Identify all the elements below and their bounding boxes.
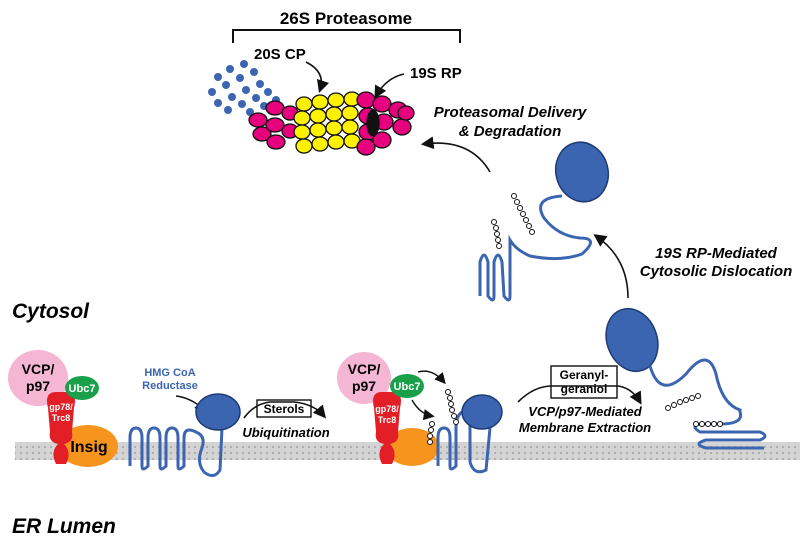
degradation-label-1: Proteasomal Delivery xyxy=(434,104,587,121)
ubc7-2-label: Ubc7 xyxy=(394,381,421,393)
rp-cap-left xyxy=(248,100,299,150)
hmgcr-left-tm xyxy=(128,426,224,477)
hmgcr-left xyxy=(128,393,241,477)
cytosol-label: Cytosol xyxy=(12,300,90,323)
cp-label: 20S CP xyxy=(254,46,306,63)
peptide-fragments xyxy=(208,60,280,116)
step-ubiquitination: Sterols Ubiquitination xyxy=(242,399,330,440)
hmgcr-dislocated xyxy=(478,141,610,302)
proteasome-title: 26S Proteasome xyxy=(280,9,412,28)
insig-oval-2 xyxy=(385,428,439,466)
step-degradation: Proteasomal Delivery & Degradation xyxy=(420,104,587,173)
rp-label: 19S RP xyxy=(410,65,462,82)
er-lumen-label: ER Lumen xyxy=(12,515,116,538)
insig-label: Insig xyxy=(70,439,107,456)
degradation-arrow xyxy=(420,136,491,173)
ub-transfer-arrow-2 xyxy=(411,399,435,421)
degradation-label-2: & Degradation xyxy=(459,123,562,140)
gp78-label-2: Trc8 xyxy=(52,413,71,423)
insig-oval xyxy=(58,425,118,467)
dislocation-label-2: Cytosolic Dislocation xyxy=(640,263,793,280)
extraction-arrow xyxy=(517,385,642,405)
vcp2-label-2: p97 xyxy=(352,378,376,394)
ubc7-label: Ubc7 xyxy=(69,383,96,395)
rp-arrow xyxy=(374,73,405,99)
left-complex: Insig VCP/ p97 gp78/ Trc8 Ubc7 xyxy=(8,350,118,467)
ub-transfer-arrow-1 xyxy=(417,370,446,385)
geranylgeraniol-label-2: geraniol xyxy=(561,382,608,396)
dislocation-arrow xyxy=(593,234,629,299)
proteasome-bracket xyxy=(232,29,461,43)
gp78-shape xyxy=(47,392,75,464)
ubiquitination-label: Ubiquitination xyxy=(242,425,329,440)
vcp-oval-2 xyxy=(337,352,391,404)
gp78-2-label-1: gp78/ xyxy=(375,404,399,414)
ubc7-oval xyxy=(65,376,99,400)
hmgcr-left-catalytic xyxy=(195,393,241,431)
gp78-shape-2 xyxy=(373,392,401,464)
extraction-label-2: Membrane Extraction xyxy=(519,420,651,435)
proteasome-title-group: 26S Proteasome xyxy=(232,9,461,43)
hmgcr-extracted xyxy=(605,307,767,450)
vcp2-label-1: VCP/ xyxy=(348,361,381,377)
gp78-2-label-2: Trc8 xyxy=(378,415,397,425)
vcp-oval xyxy=(8,350,68,406)
step-dislocation: 19S RP-Mediated Cytosolic Dislocation xyxy=(593,234,793,299)
ubiquitin-chain-dislocated xyxy=(491,193,535,249)
extraction-label-1: VCP/p97-Mediated xyxy=(528,404,642,419)
ubiquitination-arrow xyxy=(243,401,327,419)
sterols-label: Sterols xyxy=(264,402,305,416)
cp-arrow xyxy=(305,61,330,94)
ubc7-oval-2 xyxy=(390,374,424,398)
proteasome-26s xyxy=(248,91,415,156)
sterols-box xyxy=(256,399,312,418)
hmgcr-label-1: HMG CoA xyxy=(144,367,195,379)
middle-complex: VCP/ p97 gp78/ Trc8 Ubc7 xyxy=(337,352,446,466)
step-extraction: Geranyl- geraniol VCP/p97-Mediated Membr… xyxy=(517,365,651,435)
vcp-label-2: p97 xyxy=(26,378,50,394)
geranylgeraniol-label-1: Geranyl- xyxy=(560,368,609,382)
geranylgeraniol-box xyxy=(550,365,618,399)
rp-cap-right xyxy=(356,91,415,156)
hmgcr-middle-catalytic xyxy=(461,394,503,430)
gp78-label-1: gp78/ xyxy=(49,402,73,412)
proteasome-channel xyxy=(366,109,380,137)
ubiquitin-chain-middle xyxy=(427,389,459,445)
hmgcr-label-2: Reductase xyxy=(142,380,198,392)
dislocation-label-1: 19S RP-Mediated xyxy=(655,245,778,262)
hmgcr-extracted-catalytic xyxy=(605,307,659,373)
vcp-label-1: VCP/ xyxy=(22,361,55,377)
cp-core xyxy=(293,91,361,154)
ubiquitin-chain-extracted xyxy=(665,393,723,427)
hmgcr-middle xyxy=(427,389,503,474)
hmgcr-dislocated-catalytic xyxy=(554,141,610,203)
